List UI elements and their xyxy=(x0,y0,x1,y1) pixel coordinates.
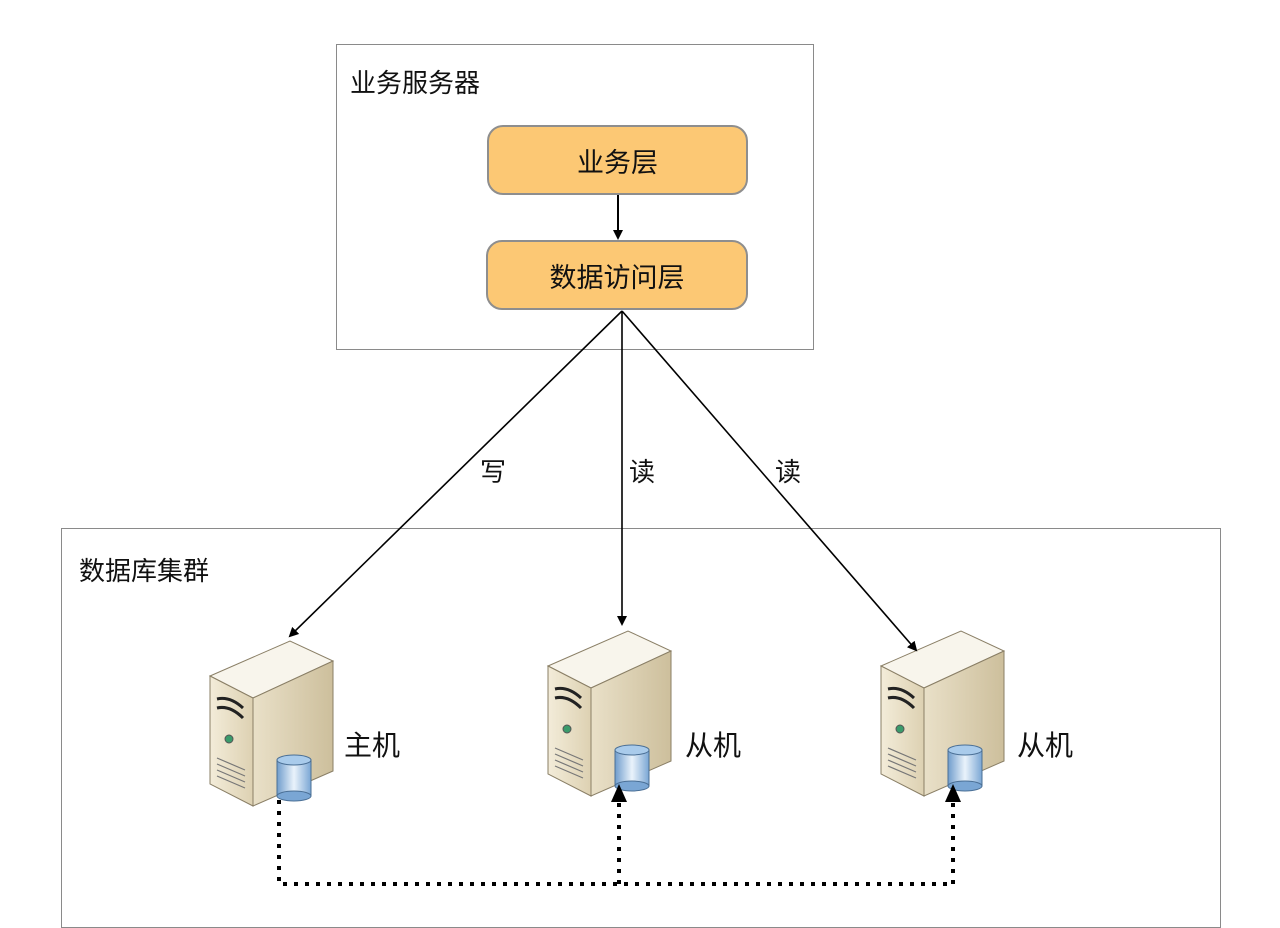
edge-label-read-2: 读 xyxy=(775,458,802,488)
business-layer-label: 业务层 xyxy=(577,147,658,179)
master-server-icon[interactable] xyxy=(205,636,345,811)
slave-server-icon-1[interactable] xyxy=(543,626,683,801)
edges-layer xyxy=(277,195,961,886)
data-access-layer-box[interactable]: 数据访问层 xyxy=(486,240,748,310)
slave-label-1: 从机 xyxy=(685,729,742,762)
db-cluster-title: 数据库集群 xyxy=(79,557,210,587)
database-icon xyxy=(276,754,312,802)
master-label: 主机 xyxy=(344,729,401,762)
edge-label-read-1: 读 xyxy=(629,458,656,488)
edge-write-to-master xyxy=(288,310,623,638)
data-access-layer-label: 数据访问层 xyxy=(549,262,685,294)
replication-line xyxy=(277,800,953,886)
business-layer-box[interactable]: 业务层 xyxy=(487,125,748,195)
app-server-title: 业务服务器 xyxy=(350,69,481,99)
slave-label-2: 从机 xyxy=(1017,729,1074,762)
slave-server-icon-2[interactable] xyxy=(876,626,1016,801)
edge-read-to-slave-2 xyxy=(621,310,918,652)
edge-label-write: 写 xyxy=(480,458,507,488)
